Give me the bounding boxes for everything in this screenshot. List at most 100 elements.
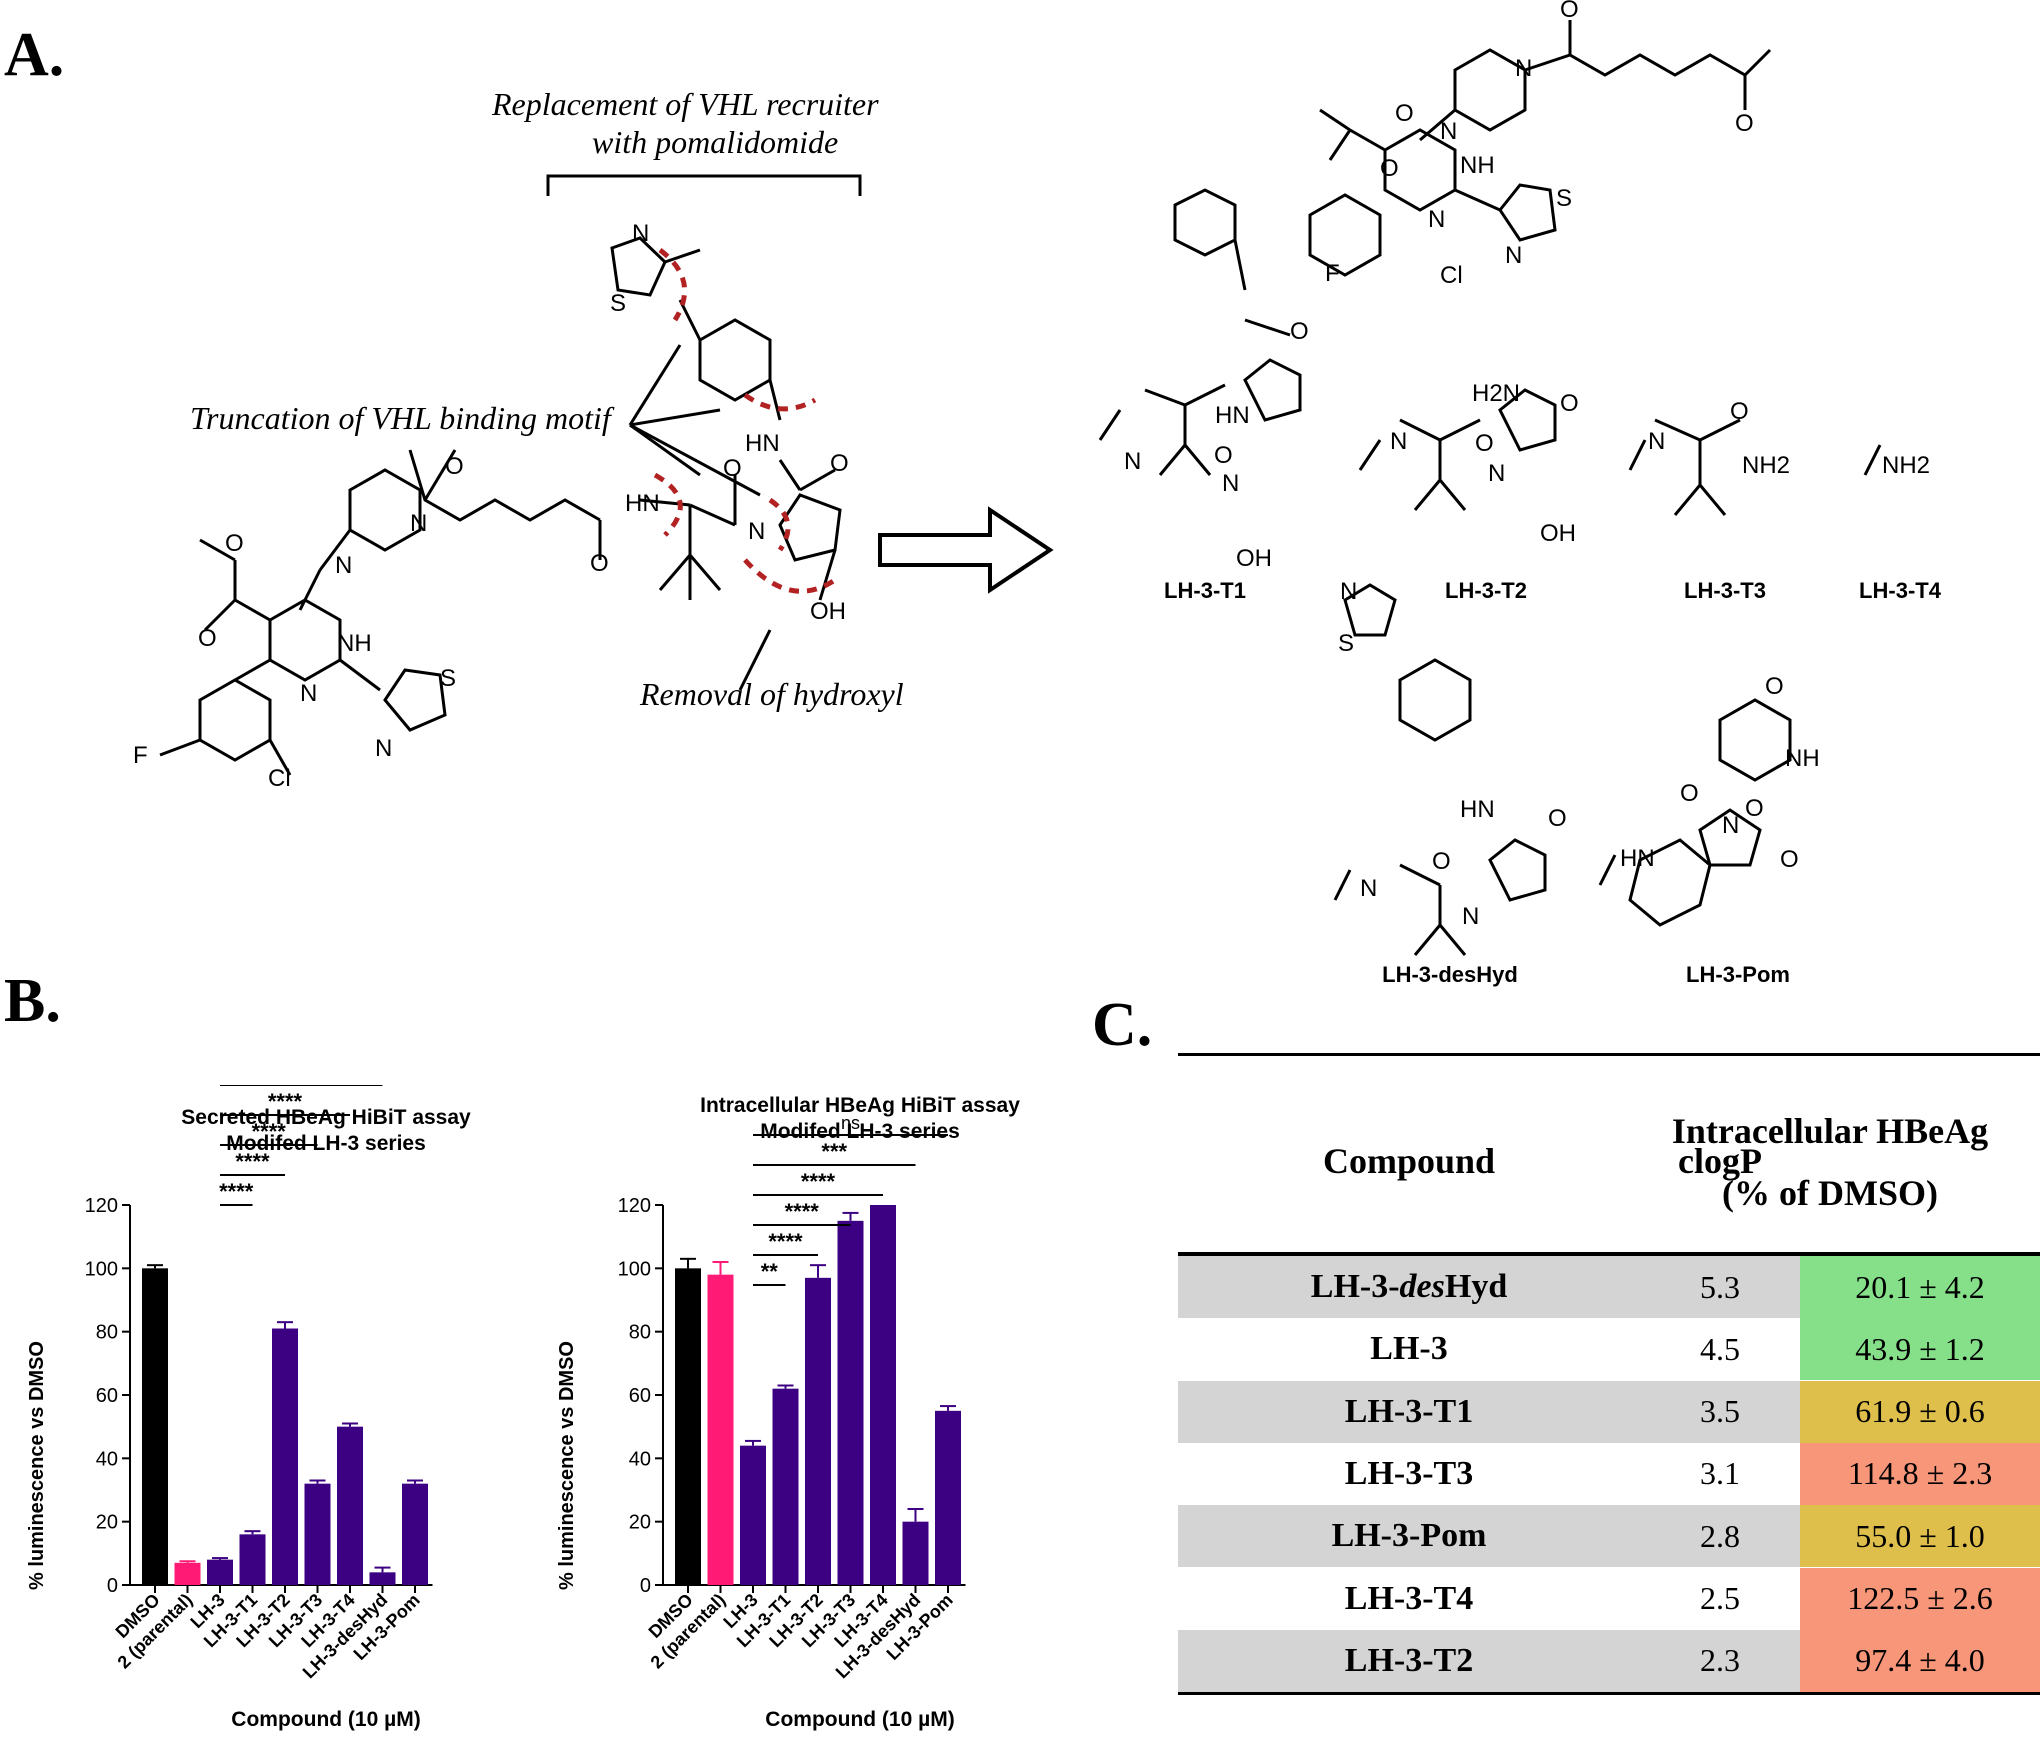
annotation-removal: Removal of hydroxyl bbox=[640, 676, 904, 712]
chart2-bar-1 bbox=[707, 1274, 734, 1585]
annotation-replacement-line1: Replacement of VHL recruiter bbox=[492, 86, 879, 122]
atom-o-linker1: O bbox=[590, 550, 609, 577]
chart2-bar-4 bbox=[805, 1277, 831, 1585]
panel-c-label: C. bbox=[1092, 991, 1153, 1059]
chart1-ytick-label-120: 120 bbox=[85, 1195, 118, 1217]
table-cell-clogp: 4.5 bbox=[1700, 1330, 1740, 1367]
atom-o-pom-c: O bbox=[1680, 780, 1699, 807]
chart1-comparison-label-2: **** bbox=[252, 1119, 287, 1144]
aryl-ring-right bbox=[1308, 193, 1382, 277]
atom-n-pyrrolidine: N bbox=[748, 518, 766, 545]
chart2-title: Intracellular HBeAg HiBiT assay Modifed … bbox=[700, 1093, 1020, 1145]
atom-n-right-pyr: N bbox=[1428, 206, 1446, 233]
cut-mark-5 bbox=[743, 558, 837, 594]
chart1-ytick-label-0: 0 bbox=[107, 1575, 118, 1597]
compound-name-t2: LH-3-T2 bbox=[1445, 578, 1527, 603]
chart2-ytick-label-20: 20 bbox=[629, 1512, 651, 1534]
atom-n-t1: N bbox=[1124, 448, 1142, 475]
chart2-comparison-label-0: ** bbox=[761, 1259, 779, 1284]
atom-s-thiazole-bottom: S bbox=[440, 665, 457, 692]
atom-n-right-thz: N bbox=[1505, 242, 1523, 269]
compound-name-t3: LH-3-T3 bbox=[1684, 578, 1766, 603]
annotation-replacement-line2: with pomalidomide bbox=[592, 124, 839, 160]
atom-o-amide: O bbox=[830, 450, 849, 477]
deshyd-pyrrolidine bbox=[1488, 838, 1547, 902]
table-cell-clogp: 3.5 bbox=[1700, 1393, 1740, 1430]
compound-name-t4: LH-3-T4 bbox=[1859, 578, 1941, 603]
atom-o-tbu: O bbox=[723, 455, 742, 482]
table-cell-hbeag: 61.9 ± 0.6 bbox=[1800, 1380, 2040, 1443]
chart2-comparison-label-1: **** bbox=[768, 1229, 803, 1254]
table-cell-clogp: 2.5 bbox=[1700, 1580, 1740, 1616]
compound-name-pom: LH-3-Pom bbox=[1686, 962, 1790, 987]
chart1-bar-4 bbox=[272, 1328, 298, 1585]
chart2-bar-5 bbox=[837, 1220, 864, 1585]
chart1-ytick-label-100: 100 bbox=[85, 1258, 118, 1280]
chart1-comparison-label-1: **** bbox=[235, 1149, 270, 1174]
table-cell-clogp: 2.3 bbox=[1700, 1642, 1740, 1679]
chart2-bar-2 bbox=[740, 1445, 766, 1585]
table-cell-compound: LH-3-Pom bbox=[1331, 1517, 1487, 1555]
table-cell-hbeag: 114.8 ± 2.3 bbox=[1800, 1442, 2040, 1505]
table-cell-hbeag: 55.0 ± 1.0 bbox=[1800, 1505, 2040, 1568]
atom-n-right-pip2: N bbox=[1440, 118, 1458, 145]
chart2-comparison-label-2: **** bbox=[785, 1199, 820, 1224]
atom-cl-main: Cl bbox=[268, 765, 291, 792]
atom-n-t1b: N bbox=[1222, 470, 1240, 497]
scheme-structure bbox=[159, 20, 1882, 956]
atom-nh2-t3: NH2 bbox=[1742, 452, 1791, 479]
deshyd-phenyl bbox=[1398, 658, 1472, 742]
thiazole-ring-right bbox=[1498, 183, 1557, 242]
chart1-title-line2: Modifed LH-3 series bbox=[226, 1132, 426, 1155]
phenyl-ring-main bbox=[698, 318, 772, 402]
atom-o-right-top: O bbox=[1560, 0, 1579, 23]
compound-name-t1: LH-3-T1 bbox=[1164, 578, 1246, 603]
chart2-ytick-label-40: 40 bbox=[629, 1448, 651, 1470]
atom-o-right-ester1: O bbox=[1395, 100, 1414, 127]
chart1-ylabel: % luminescence vs DMSO bbox=[26, 1341, 48, 1590]
chart1-bar-1 bbox=[174, 1562, 201, 1585]
atom-cl-right: Cl bbox=[1440, 262, 1463, 289]
atom-o-ester1: O bbox=[225, 530, 244, 557]
atom-n-pyrimidine: N bbox=[300, 680, 318, 707]
atom-n-piperazine1: N bbox=[410, 510, 428, 537]
atom-s-right: S bbox=[1556, 185, 1573, 212]
chart1-bar-0 bbox=[142, 1268, 168, 1585]
pyrrolidine-ring-main bbox=[778, 493, 842, 562]
atom-n-deshyd-thz: N bbox=[1340, 578, 1358, 605]
atom-o-deshyd-a: O bbox=[1548, 805, 1567, 832]
atom-hn-amide: HN bbox=[745, 430, 780, 457]
chart2-ytick-label-0: 0 bbox=[640, 1575, 651, 1597]
chart2-bar-6 bbox=[870, 1205, 896, 1585]
atom-f-right: F bbox=[1325, 260, 1340, 287]
atom-n-deshyd: N bbox=[1360, 875, 1378, 902]
atom-f-main: F bbox=[133, 742, 148, 769]
table-cell-clogp: 3.1 bbox=[1700, 1455, 1740, 1492]
chart2-bar-3 bbox=[772, 1388, 799, 1585]
atom-o-ester2: O bbox=[198, 625, 217, 652]
chart2-xlabel: Compound (10 µM) bbox=[765, 1708, 955, 1731]
cut-mark-3 bbox=[653, 472, 683, 537]
table-cell-compound: LH-3-T1 bbox=[1344, 1392, 1474, 1430]
atom-n-t2: N bbox=[1390, 428, 1408, 455]
chart2-title-line1: Intracellular HBeAg HiBiT assay bbox=[700, 1094, 1020, 1117]
chart2-comparison-label-3: **** bbox=[801, 1169, 836, 1194]
panel-b-label: B. bbox=[4, 967, 61, 1035]
atom-n-thiazole: N bbox=[632, 220, 650, 247]
atom-nh-pyrimidine: NH bbox=[337, 630, 372, 657]
chart1-comparison-label-0: **** bbox=[219, 1179, 254, 1204]
table-cell-hbeag: 43.9 ± 1.2 bbox=[1800, 1318, 2040, 1381]
atom-hn-t1: HN bbox=[1215, 402, 1250, 429]
chart2-ytick-label-60: 60 bbox=[629, 1385, 651, 1407]
thiazole-ring-top bbox=[610, 236, 667, 297]
reaction-arrow bbox=[878, 506, 1054, 594]
chart1-ytick-label-20: 20 bbox=[96, 1512, 118, 1534]
table-header-rule bbox=[1178, 1252, 2040, 1256]
atom-n-t3: N bbox=[1648, 428, 1666, 455]
chart1-ytick-label-40: 40 bbox=[96, 1448, 118, 1470]
